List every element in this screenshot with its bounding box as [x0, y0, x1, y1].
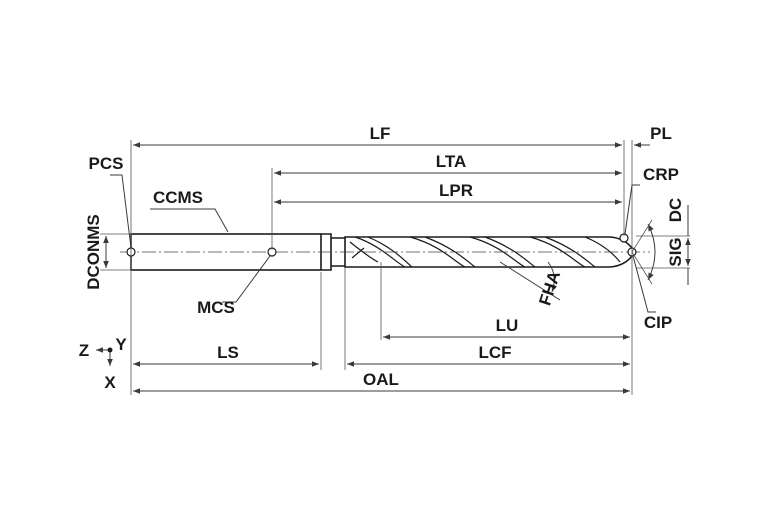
pcs-leader [110, 174, 132, 249]
dc-label: DC [666, 198, 685, 223]
oal-label: OAL [363, 370, 399, 389]
crp-label: CRP [643, 165, 679, 184]
cip-leader [632, 255, 656, 313]
leader-lines [110, 174, 656, 313]
sig-angle-arc [647, 223, 656, 281]
y-axis-label: Y [115, 335, 127, 354]
cip-label: CIP [644, 313, 672, 332]
x-axis-label: X [104, 373, 116, 392]
drill-body [120, 233, 650, 271]
sig-label: SIG [666, 237, 685, 266]
fha-label: FHA [535, 269, 564, 308]
dconms-label: DCONMS [84, 214, 103, 290]
axis-indicator: Z Y X [79, 335, 128, 392]
mcs-leader [222, 255, 271, 303]
ls-label: LS [217, 343, 239, 362]
lu-label: LU [496, 316, 519, 335]
crp-leader [624, 184, 640, 235]
lta-label: LTA [436, 152, 467, 171]
fha-angle-arc [547, 261, 557, 293]
pl-label: PL [650, 124, 672, 143]
lf-label: LF [370, 124, 391, 143]
y-axis-dot [107, 347, 113, 353]
fha-angle-line [499, 261, 561, 301]
ccms-label: CCMS [153, 188, 203, 207]
drill-flutes [349, 236, 621, 268]
z-axis-label: Z [79, 341, 89, 360]
dimension-labels: LF PL LTA LPR PCS CCMS CRP MCS CIP LU LS… [84, 124, 685, 389]
pcs-label: PCS [89, 154, 124, 173]
ccms-leader [150, 208, 229, 233]
lcf-label: LCF [478, 343, 511, 362]
dimension-lines [103, 142, 691, 394]
extension-lines [100, 140, 690, 395]
lpr-label: LPR [439, 181, 473, 200]
mcs-label: MCS [197, 298, 235, 317]
